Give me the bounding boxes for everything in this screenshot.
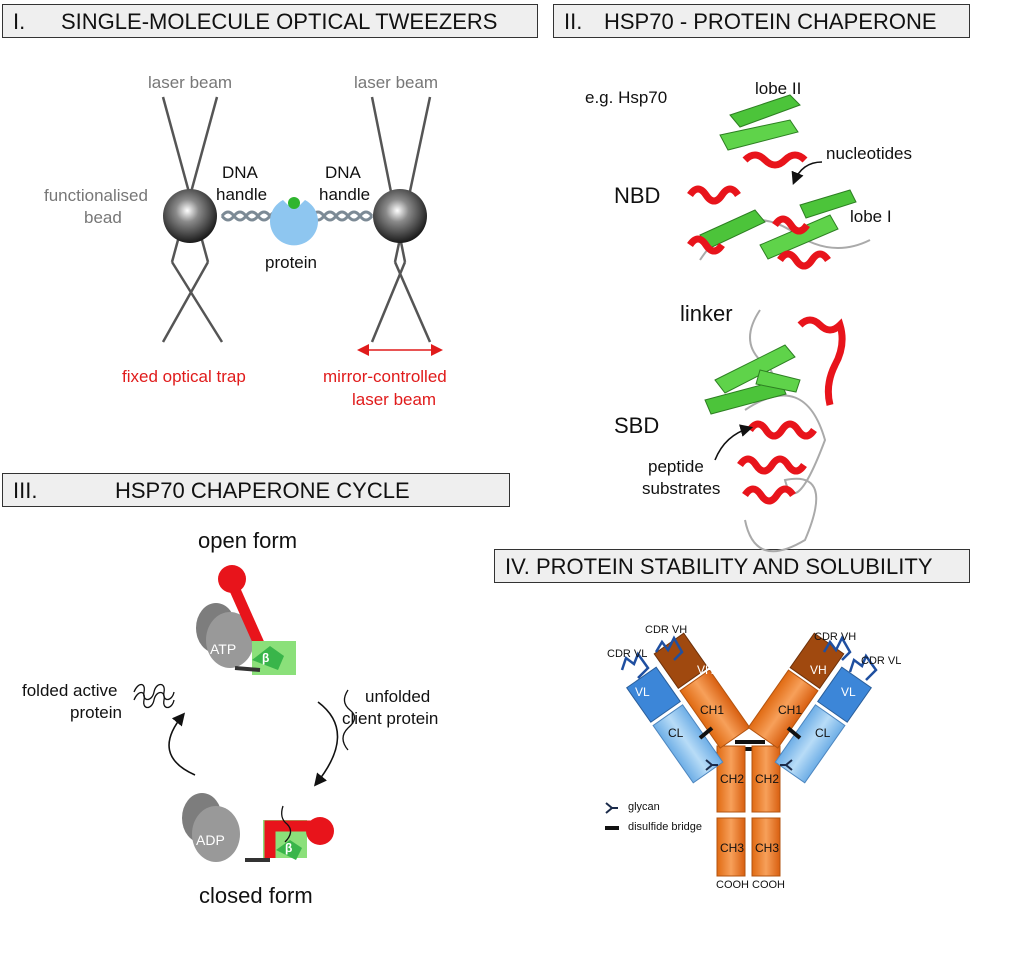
vl-label-left: VL	[635, 685, 650, 699]
cl-label-left: CL	[668, 726, 684, 740]
bind-arrow	[313, 701, 339, 787]
folded-label-line1: folded active	[22, 681, 118, 700]
panel-number: II.	[564, 9, 583, 34]
protein-label: protein	[265, 253, 317, 272]
panel-title-antibody: IV. PROTEIN STABILITY AND SOLUBILITY	[494, 549, 970, 583]
bead-left	[163, 189, 217, 243]
closed-form-label: closed form	[199, 883, 313, 908]
folded-label-line2: protein	[70, 703, 122, 722]
open-form-diagram	[196, 565, 296, 675]
panel-heading: IV. PROTEIN STABILITY AND SOLUBILITY	[505, 554, 933, 579]
peptide-arrow	[714, 424, 754, 461]
panel-title-tweezers: I. SINGLE-MOLECULE OPTICAL TWEEZERS	[2, 4, 538, 38]
bead-label-line2: bead	[84, 208, 122, 227]
unfolded-label-line2: client protein	[342, 709, 439, 728]
laser-beam-label-left: laser beam	[148, 73, 233, 92]
cdr-vh-label-right: CDR VH	[814, 631, 857, 643]
laser-beam-label-right: laser beam	[354, 73, 439, 92]
bead-label-line1: functionalised	[44, 186, 148, 205]
ch3-label-left: CH3	[720, 841, 745, 855]
panel-number: I.	[13, 9, 26, 34]
folded-protein-coil	[133, 683, 175, 709]
unfolded-label-line1: unfolded	[365, 687, 431, 706]
ch2-label-left: CH2	[720, 772, 745, 786]
legend-disulfide-label: disulfide bridge	[628, 821, 702, 833]
bead-right	[373, 189, 427, 243]
cooh-label-right: COOH	[752, 879, 785, 891]
vl-label-right: VL	[841, 685, 856, 699]
mirror-label-line2: laser beam	[352, 390, 437, 409]
cdr-vh-label-left: CDR VH	[645, 624, 688, 636]
closed-form-diagram	[182, 793, 334, 862]
antibody-diagram	[605, 632, 878, 877]
ch1-label-right: CH1	[778, 703, 803, 717]
cooh-label-left: COOH	[716, 879, 749, 891]
lobe1-label: lobe I	[850, 207, 892, 226]
vh-label-left: VH	[697, 663, 714, 677]
cdr-vl-label-right: CDR VL	[861, 655, 902, 667]
ligand-dot	[288, 197, 300, 209]
vh-label-right: VH	[810, 663, 827, 677]
cdr-vl-label-left: CDR VL	[607, 648, 648, 660]
nucleotides-label: nucleotides	[826, 144, 913, 163]
peptide-label-line1: peptide	[648, 457, 704, 476]
dna-handle-label-left-1: DNA	[222, 163, 258, 182]
ch1-label-left: CH1	[700, 703, 725, 717]
dna-handle-right	[310, 210, 374, 222]
lobe2-label: lobe II	[755, 79, 802, 98]
nbd-label: NBD	[614, 183, 661, 208]
sbd-label: SBD	[614, 413, 660, 438]
fold-arrow	[168, 712, 196, 776]
unfolded-protein-squiggle	[342, 689, 356, 751]
peptide-label-line2: substrates	[642, 479, 721, 498]
nucleotides-arrow	[791, 161, 823, 185]
hsp70-structure	[687, 94, 871, 553]
protein-shape	[270, 200, 318, 246]
panel-number: III.	[13, 478, 38, 503]
beta-label-bottom: β	[285, 841, 293, 855]
ch2-label-right: CH2	[755, 772, 780, 786]
hsp70-example-label: e.g. Hsp70	[585, 88, 668, 107]
panel-title-hsp70: II. HSP70 - PROTEIN CHAPERONE	[553, 4, 970, 38]
ch3-label-right: CH3	[755, 841, 780, 855]
cl-label-right: CL	[815, 726, 831, 740]
panel-heading: HSP70 CHAPERONE CYCLE	[115, 478, 410, 503]
atp-label: ATP	[210, 641, 237, 657]
linker-label: linker	[680, 301, 733, 326]
dna-handle-label-right-1: DNA	[325, 163, 361, 182]
panel-title-cycle: III. HSP70 CHAPERONE CYCLE	[2, 473, 510, 507]
panel-heading: SINGLE-MOLECULE OPTICAL TWEEZERS	[61, 9, 498, 34]
open-form-label: open form	[198, 528, 298, 553]
mirror-label-line1: mirror-controlled	[323, 367, 447, 386]
dna-handle-label-left-2: handle	[216, 185, 268, 204]
beta-label-top: β	[262, 651, 270, 665]
fixed-trap-label: fixed optical trap	[122, 367, 246, 386]
adp-label: ADP	[196, 832, 225, 848]
panel-heading: HSP70 - PROTEIN CHAPERONE	[604, 9, 937, 34]
dna-handle-label-right-2: handle	[319, 185, 371, 204]
legend-glycan-label: glycan	[628, 801, 660, 813]
